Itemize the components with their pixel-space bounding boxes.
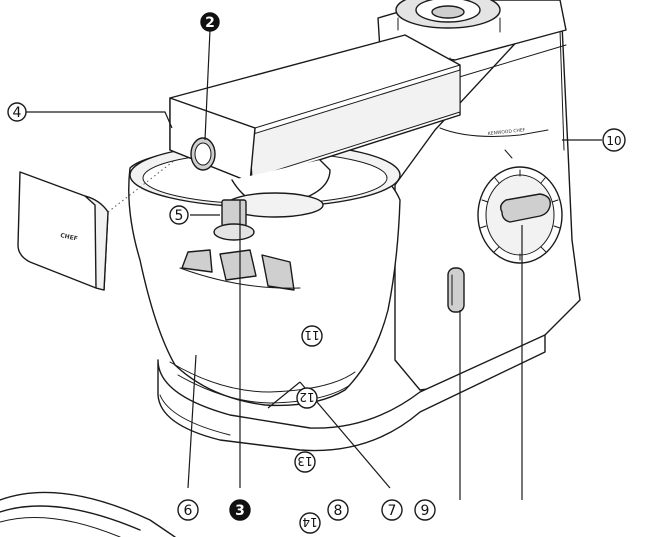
callout-13: 13	[294, 451, 316, 473]
callout-2: 2	[200, 12, 220, 32]
cover-fit-guide	[107, 159, 176, 213]
body-label-text: KENWOOD CHEF	[488, 127, 526, 137]
callout-5: 5	[169, 205, 189, 225]
partial-round-part	[0, 491, 176, 537]
callout-7: 7	[381, 499, 403, 521]
callout-5-label: 5	[175, 208, 184, 224]
callout-12-label: 12	[299, 390, 314, 404]
head-lift-lever	[447, 267, 465, 313]
callout-4-label: 4	[13, 105, 22, 121]
mixer-head	[169, 0, 567, 218]
callout-8-label: 8	[334, 503, 343, 519]
mixer-base	[157, 334, 546, 452]
callout-4: 4	[7, 102, 27, 122]
dial-ticks	[479, 169, 561, 261]
callout-12: 12	[296, 387, 318, 409]
outlet-cover: CHEF	[17, 171, 109, 291]
callout-8: 8	[327, 499, 349, 521]
k-beater-tool	[179, 249, 301, 291]
callout-10-label: 10	[606, 134, 621, 148]
callout-6-label: 6	[184, 503, 193, 519]
callout-10: 10	[602, 128, 626, 152]
callout-14: 14	[299, 512, 321, 534]
callout-6: 6	[177, 499, 199, 521]
callout-3-label: 3	[235, 503, 245, 519]
callout-3: 3	[229, 499, 251, 521]
callout-9: 9	[414, 499, 436, 521]
speed-control-dial	[477, 166, 563, 264]
callout-9-label: 9	[421, 503, 430, 519]
cover-logo-text: CHEF	[60, 232, 79, 243]
callout-14-label: 14	[302, 515, 317, 529]
callout-11: 11	[301, 325, 323, 347]
callout-13-label: 13	[297, 454, 312, 468]
callout-2-label: 2	[205, 15, 215, 31]
leader-lines	[26, 29, 602, 500]
callout-7-label: 7	[388, 503, 397, 519]
callout-11-label: 11	[304, 328, 319, 342]
